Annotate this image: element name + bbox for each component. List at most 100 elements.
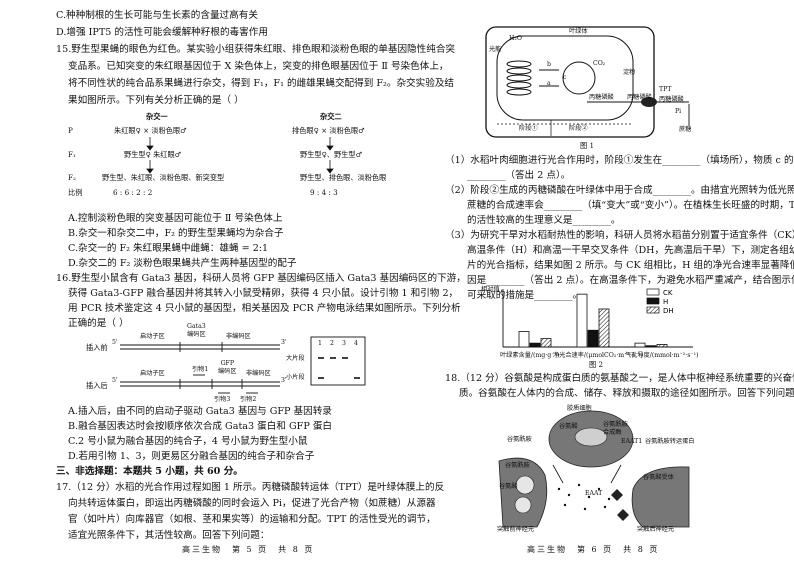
gln-label-left: 谷氨酰胺: [507, 436, 532, 443]
q15-stem-line2: 变品系。已知突变的朱红眼基因位于 X 染色体上，突变的排色眼基因位于 Ⅱ 号染色…: [68, 61, 449, 72]
transporter-label: 谷氨酰胺转运蛋白: [645, 438, 695, 445]
cross-arrows: [146, 137, 334, 174]
cell-outline: [485, 26, 655, 138]
calvin-cycle: [562, 61, 596, 95]
eaat-label: EAAT: [585, 490, 603, 497]
figure-1-drawing: [485, 26, 690, 138]
cat-label-0: 叶绿素含量/(mg·g⁻¹): [500, 352, 560, 359]
receptor-2: [617, 509, 629, 521]
triose-label-inner: 丙糖磷酸: [589, 94, 614, 101]
q17-3-line4: 因是________（答出 2 点）。在高温条件下，为避免水稻严重减产，结合图示…: [467, 275, 794, 286]
gel-box: [310, 336, 366, 386]
q15-stem-line4: 果如图所示。下列有关分析正确的是（ ）: [68, 95, 244, 106]
q15-option-c: C.杂交一的 F₂ 朱红眼果蝇中雌蝇：雄蝇 = 2:1: [68, 243, 269, 254]
gel-small-label: 小片段: [286, 374, 305, 381]
q15-option-b: B.杂交一和杂交二中，F₂ 的野生型果蝇均为杂合子: [68, 228, 284, 239]
cross1-f1: 野生型♀ 朱红眼♂: [124, 150, 182, 159]
q17-3-line2: 高温条件（H）和高温一干旱交叉条件（DH，先高温后干旱）下，测定各组幼苗叶: [467, 245, 794, 256]
bar-ck-1: [576, 293, 588, 348]
cross2-ratio: 9 : 4 : 3: [310, 188, 338, 197]
q17-1-line2: ________（答出 2 点）。: [467, 170, 571, 181]
cross2-f2: 野生型、排色眼、淡粉色眼: [300, 173, 387, 182]
gel-lane-2: 2: [330, 340, 334, 347]
legend-label-ck: CK: [663, 289, 673, 297]
triose-label-tpt: 丙糖磷酸: [627, 94, 652, 101]
c-label: c: [563, 74, 567, 81]
vesicle-2: [514, 496, 532, 514]
water-label: H₂O: [509, 35, 522, 42]
glia-label: 胶质细胞: [567, 405, 592, 412]
primer2-label: 引物2: [240, 396, 257, 403]
q18-stem-line2: 质。谷氨酸在人体内的合成、储存、释放和摄取的途径如图所示。回答下列问题：: [459, 388, 794, 399]
b-label: b: [547, 61, 551, 68]
bar-ck-2: [634, 342, 646, 348]
q16-option-d: D.若用引物 1、3，则更易区分融合基因的纯合子和杂合子: [68, 451, 315, 462]
co2-label: CO₂: [593, 60, 606, 67]
q16-stem-line1: 16.野生型小鼠含有 Gata3 基因，科研人员将 GFP 基因编码区插入 Ga…: [56, 273, 466, 284]
gln-label-pre: 谷氨酰胺: [505, 462, 530, 469]
legend-swatch-h: [646, 297, 660, 305]
chloroplast-outline: [496, 35, 634, 121]
q16-stem-line2: 获得 Gata3-GFP 融合基因并将其转入小鼠受精卵，获得 4 只小鼠。设计引…: [68, 288, 459, 299]
bar-ck-0: [518, 331, 530, 348]
gfp-label: GFP 编码区: [218, 360, 237, 375]
postsynaptic-label: 突触后神经元: [637, 526, 675, 533]
bar-h-2: [645, 345, 657, 348]
left-page: C.种种制根的生长可能与生长素的含量过高有关 D.增强 IPT5 的活性可能会缓…: [56, 10, 466, 554]
noncoding-label-after: 非编码区: [246, 370, 271, 377]
q15-option-a: A.控制淡粉色眼的突变基因可能位于 Ⅱ 号染色体上: [68, 213, 283, 224]
bar-h-0: [529, 342, 541, 348]
cross1-p: 朱红眼♀ × 淡粉色眼♂: [114, 126, 187, 135]
synapse-drawing: [498, 410, 690, 528]
noncoding-label-before: 非编码区: [226, 333, 251, 340]
three-prime-before: 3': [281, 339, 287, 346]
q18-stem-line1: 18.（12 分）谷氨酸是构成蛋白质的氨基酸之一，是人体中枢神经系统重要的兴奋性…: [445, 373, 794, 384]
q17-stem-line1: 17.（12 分）水稻的光合作用过程如图 1 所示。丙糖磷酸转运体（TPT）是叶…: [56, 482, 445, 493]
chloroplast-label: 叶绿体: [569, 28, 588, 35]
legend-label-h: H: [663, 298, 668, 306]
cross2-title: 杂交二: [320, 112, 342, 121]
bar-h-1: [587, 329, 599, 348]
q17-3-line3: 片的光合指标，结果如图 2 所示。与 CK 组相比，H 组的净光合速率显著降低，…: [467, 260, 794, 271]
stage2-label: 阶段②: [569, 125, 588, 132]
cross2-f1: 野生型♀、野生型♂: [300, 150, 363, 159]
five-prime-after: 5': [112, 377, 118, 384]
stage1-label: 阶段①: [519, 125, 538, 132]
figure-1-caption: 图 1: [580, 141, 595, 150]
section-heading: 三、非选择题：本题共 5 小题，共 60 分。: [56, 466, 243, 477]
q17-stem-line4: 适宜光照条件下，其活性较高。回答下列问题：: [68, 530, 270, 541]
tpt-label: TPT: [659, 86, 672, 93]
a-label: a: [547, 80, 551, 87]
primer1-label: 引物1: [192, 366, 209, 373]
postsynaptic-terminal: [631, 466, 690, 528]
q17-2-line2: 蔗糖的合成速率会________（填“变大”或“变小”）。在植株生长旺盛的时期，…: [467, 200, 794, 211]
presynaptic-label: 突触前神经元: [497, 526, 535, 533]
triose-label-outer: 丙糖磷酸: [659, 96, 684, 103]
bar-dh-2: [656, 344, 668, 348]
f2-label: F₂: [68, 173, 76, 182]
left-footer: 高三生物 第 5 页 共 8 页: [182, 545, 315, 554]
q17-2-line3: 的活性较高的生理意义是________。: [467, 215, 621, 226]
q17-stem-line2: 向共转运体蛋白，即运出丙糖磷酸的同时会运入 Pi，促进了光合产物（如蔗糖）从源器: [68, 498, 436, 509]
gene-strands: [120, 342, 280, 394]
q16-option-b: B.融合基因表达时会按顺序依次合成 Gata3 蛋白和 GFP 蛋白: [68, 421, 333, 432]
before-label: 插入前: [86, 343, 108, 352]
glu-label-pre: 谷氨酸: [499, 483, 518, 490]
after-label: 插入后: [86, 381, 108, 390]
light-label: 光能: [489, 46, 502, 53]
f1-label: F₁: [68, 150, 76, 159]
option-d-q14: D.增强 IPT5 的活性可能会缓解种籽根的毒害作用: [56, 27, 268, 38]
right-footer: 高三生物 第 6 页 共 8 页: [527, 545, 660, 554]
y-axis-label: 相对值: [481, 286, 500, 293]
legend-swatch-dh: [646, 306, 660, 314]
gel-lane-1: 1: [318, 340, 322, 347]
right-page: 光能 H₂O 叶绿体 b a c CO₂ 淀粉 丙糖磷酸 丙糖磷酸 丙糖磷酸 T…: [397, 0, 794, 561]
gel-lane-3: 3: [342, 340, 346, 347]
legend-swatch-ck: [646, 288, 660, 296]
bar-dh-0: [540, 338, 552, 348]
q15-stem-line3: 将不同性状的纯合品系果蝇进行杂交，得到 F₁，F₁ 的雌雄果蝇交配得到 F₂。杂…: [68, 78, 455, 89]
cross1-ratio: 6 : 6 : 2 : 2: [113, 188, 153, 197]
three-prime-after: 3': [281, 377, 287, 384]
cat-label-1: 净光合速率/(μmolCO₂·m⁻²·s⁻¹): [553, 352, 644, 359]
gel-large-label: 大片段: [286, 355, 305, 362]
